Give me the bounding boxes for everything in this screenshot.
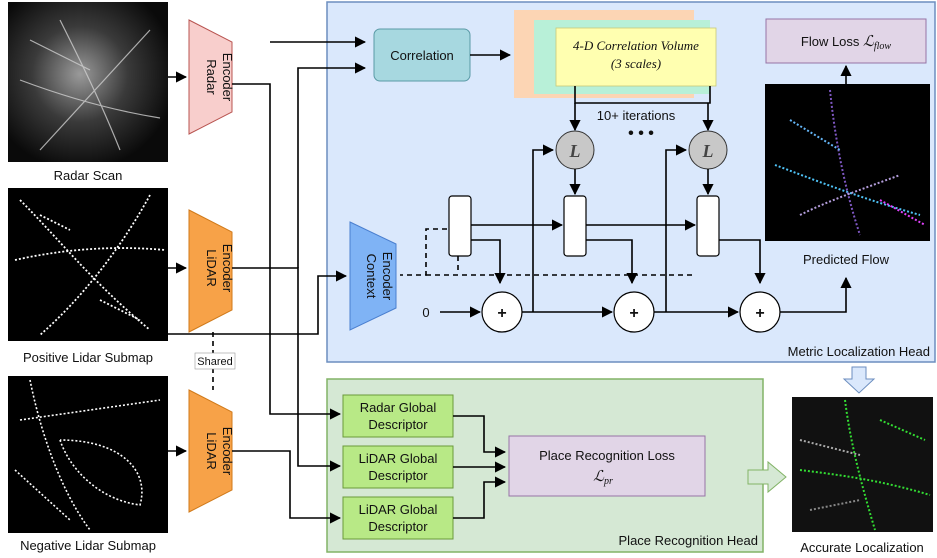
correlation-volume-scales: (3 scales) [611, 56, 661, 71]
gru-block-2 [696, 195, 720, 257]
accurate-localization-label: Accurate Localization [800, 540, 924, 555]
iterations-label: 10+ iterations [597, 108, 676, 123]
lidar-descriptor-box-1 [342, 445, 454, 489]
svg-text:LiDAR Global: LiDAR Global [359, 502, 438, 517]
lookup-node-2: L [688, 130, 728, 170]
gru-block-1 [563, 195, 587, 257]
place-recognition-loss-label: Place Recognition Loss [539, 448, 675, 463]
lidar-descriptor-box-2 [342, 496, 454, 540]
negative-lidar-submap-label: Negative Lidar Submap [20, 538, 156, 553]
svg-text:Descriptor: Descriptor [368, 519, 428, 534]
metric-localization-head-title: Metric Localization Head [788, 344, 930, 359]
svg-text:Radar Global: Radar Global [360, 400, 437, 415]
positive-lidar-submap-label: Positive Lidar Submap [23, 350, 153, 365]
place-recognition-head-title: Place Recognition Head [619, 533, 758, 548]
svg-text:Context: Context [364, 254, 379, 299]
svg-text:Radar: Radar [204, 59, 219, 95]
place-recognition-loss-symbol: ℒpr [593, 469, 613, 487]
svg-text:L: L [569, 141, 581, 161]
correlation-volume-title: 4-D Correlation Volume [573, 38, 699, 53]
iteration-dots: • • • [628, 125, 654, 142]
svg-text:Descriptor: Descriptor [368, 468, 428, 483]
svg-text:LiDAR: LiDAR [204, 432, 219, 470]
shared-label: Shared [197, 356, 232, 368]
right-arrow-to-localization [747, 460, 787, 494]
lidar-encoder-negative: LiDAR Encoder [188, 389, 235, 513]
shared-label-box [194, 352, 236, 370]
sum-node-3: + [739, 291, 781, 333]
svg-text:Descriptor: Descriptor [368, 417, 428, 432]
correlation-label: Correlation [390, 48, 454, 63]
accurate-localization-image [792, 397, 933, 532]
svg-text:+: + [755, 305, 764, 322]
lidar-encoder-positive: LiDAR Encoder [188, 209, 235, 333]
flow-loss-box [765, 18, 927, 64]
svg-text:Encoder: Encoder [380, 252, 395, 301]
flow-loss-label: Flow Loss ℒflow [801, 34, 892, 52]
sum-node-2: + [613, 291, 655, 333]
context-encoder: Context Encoder [349, 221, 397, 331]
radar-encoder: Radar Encoder [188, 19, 235, 135]
lookup-node-1: L [555, 130, 595, 170]
gru-block-0 [448, 195, 472, 257]
radar-descriptor-box [342, 394, 454, 438]
predicted-flow-label: Predicted Flow [803, 252, 890, 267]
positive-lidar-submap-image [8, 188, 168, 341]
place-recognition-loss-box [508, 435, 706, 497]
correlation-volume-stack: 4-D Correlation Volume (3 scales) [514, 10, 717, 98]
svg-text:L: L [702, 141, 714, 161]
svg-text:+: + [629, 305, 638, 322]
svg-text:Encoder: Encoder [220, 427, 235, 476]
svg-text:+: + [497, 305, 506, 322]
radar-scan-image [8, 2, 168, 162]
zero-input: 0 [422, 305, 429, 320]
down-arrow-to-localization [842, 366, 876, 394]
svg-text:Encoder: Encoder [220, 53, 235, 102]
negative-lidar-submap-image [8, 376, 168, 533]
sum-node-1: + [481, 291, 523, 333]
radar-scan-label: Radar Scan [54, 168, 123, 183]
svg-text:LiDAR Global: LiDAR Global [359, 451, 438, 466]
predicted-flow-image [765, 84, 930, 241]
svg-text:LiDAR: LiDAR [204, 249, 219, 287]
svg-text:Encoder: Encoder [220, 244, 235, 293]
